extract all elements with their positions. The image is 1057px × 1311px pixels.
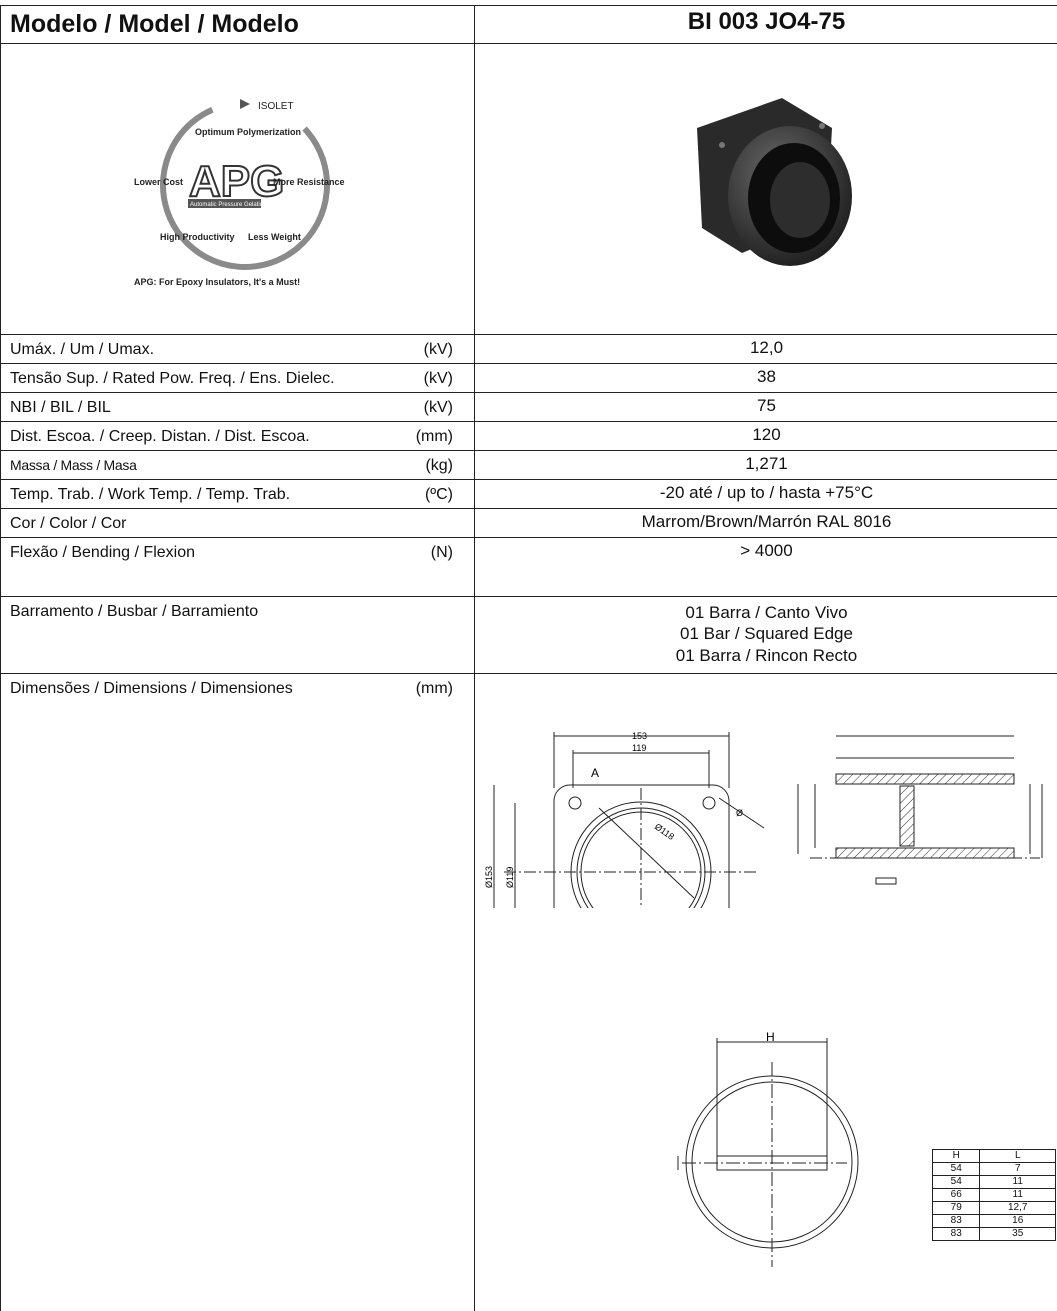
hl-cell-h: 54	[931, 1175, 981, 1189]
spec-value: Marrom/Brown/Marrón RAL 8016	[641, 512, 892, 531]
busbar-line-3: 01 Barra / Rincon Recto	[675, 646, 858, 665]
row-line	[0, 392, 1057, 393]
row-line	[0, 508, 1057, 509]
spec-label: Flexão / Bending / Flexion	[10, 544, 195, 561]
spec-value: 38	[757, 367, 776, 386]
frame-left	[0, 5, 1, 1311]
product-photo	[697, 98, 852, 266]
apg-logo: Optimum Polymerization ISOLET Lower Cost…	[134, 99, 345, 287]
front-inner-dim: 119	[632, 743, 646, 753]
spec-label: Dist. Escoa. / Creep. Distan. / Dist. Es…	[10, 428, 310, 445]
logo-bottom-left-text: High Productivity	[160, 232, 235, 242]
spec-unit: (ºC)	[424, 486, 453, 503]
busbar-line-1: 01 Barra / Canto Vivo	[685, 603, 848, 622]
side-view-drawing	[797, 735, 1043, 885]
row-line	[0, 537, 1057, 538]
row-line	[0, 479, 1057, 480]
spec-value: > 4000	[740, 541, 793, 560]
logo-acronym: APG	[189, 157, 284, 206]
logo-left-text: Lower Cost	[134, 177, 183, 187]
row-line	[0, 596, 1057, 597]
logo-brand: ISOLET	[258, 101, 294, 112]
front-diag-dim: Ø118	[653, 821, 676, 841]
row-line	[0, 450, 1057, 451]
front-outer-vdim: Ø153	[484, 866, 494, 888]
hl-cell-h: 54	[931, 1162, 981, 1176]
row-line	[0, 363, 1057, 364]
logo-top-text: Optimum Polymerization	[195, 127, 301, 137]
spec-value: 120	[752, 425, 781, 444]
bottom-h-label: H	[766, 1032, 775, 1044]
spec-value: -20 até / up to / hasta +75°C	[659, 483, 874, 502]
spec-label: Cor / Color / Cor	[10, 515, 127, 532]
spec-value: 1,271	[745, 454, 788, 473]
column-divider	[474, 5, 475, 1311]
spec-value: 12,0	[749, 338, 784, 357]
spec-unit: (kV)	[423, 370, 453, 387]
hl-cell-l: 16	[979, 1214, 1056, 1228]
hl-cell-l: 11	[979, 1175, 1056, 1189]
hl-cell-l: 12,7	[979, 1201, 1056, 1215]
spec-label: NBI / BIL / BIL	[10, 399, 111, 416]
spec-label: Temp. Trab. / Work Temp. / Temp. Trab.	[10, 486, 291, 503]
dimensions-label: Dimensões / Dimensions / Dimensiones	[10, 680, 293, 697]
header-divider	[0, 43, 1057, 44]
front-outer-dim: 153	[632, 731, 647, 741]
spec-unit: (kg)	[425, 457, 453, 474]
spec-unit: (kV)	[423, 399, 453, 416]
bottom-view-drawing: H	[677, 1032, 859, 1267]
dimensions-unit: (mm)	[415, 680, 453, 697]
row-line	[0, 421, 1057, 422]
hl-header-l: L	[979, 1149, 1056, 1163]
hl-cell-h: 83	[931, 1214, 981, 1228]
hl-cell-h: 66	[931, 1188, 981, 1202]
front-section-top: A	[591, 766, 599, 780]
logo-right-text: More Resistance	[273, 177, 345, 187]
hl-cell-h: 83	[931, 1227, 981, 1241]
logo-acronym-sub: Automatic Pressure Gelation	[190, 202, 266, 208]
busbar-label: Barramento / Busbar / Barramiento	[10, 603, 259, 620]
row-line	[0, 334, 1057, 335]
spec-unit: (N)	[430, 544, 453, 561]
logo-tagline: APG: For Epoxy Insulators, It's a Must!	[134, 277, 300, 287]
busbar-line-2: 01 Bar / Squared Edge	[680, 624, 853, 643]
front-view-drawing: 153 119 A Ø Ø118 Ø153 Ø119	[484, 731, 765, 908]
spec-label: Umáx. / Um / Umax.	[10, 341, 155, 358]
spec-label: Massa / Mass / Masa	[10, 457, 137, 473]
frame-top	[0, 5, 1057, 6]
hl-cell-l: 11	[979, 1188, 1056, 1202]
logo-bottom-right-text: Less Weight	[248, 232, 301, 242]
model-label: Modelo / Model / Modelo	[10, 10, 299, 38]
front-inner-vdim: Ø119	[505, 867, 515, 888]
front-hole-dim: Ø	[736, 808, 743, 818]
spec-value: 75	[757, 396, 776, 415]
model-code: BI 003 JO4-75	[687, 8, 846, 35]
hl-cell-h: 79	[931, 1201, 981, 1215]
spec-label: Tensão Sup. / Rated Pow. Freq. / Ens. Di…	[10, 370, 335, 387]
spec-unit: (kV)	[423, 341, 453, 358]
hl-cell-l: 35	[979, 1227, 1056, 1241]
row-line	[0, 673, 1057, 674]
hl-cell-l: 7	[979, 1162, 1056, 1176]
spec-unit: (mm)	[415, 428, 453, 445]
hl-header-h: H	[931, 1149, 981, 1163]
